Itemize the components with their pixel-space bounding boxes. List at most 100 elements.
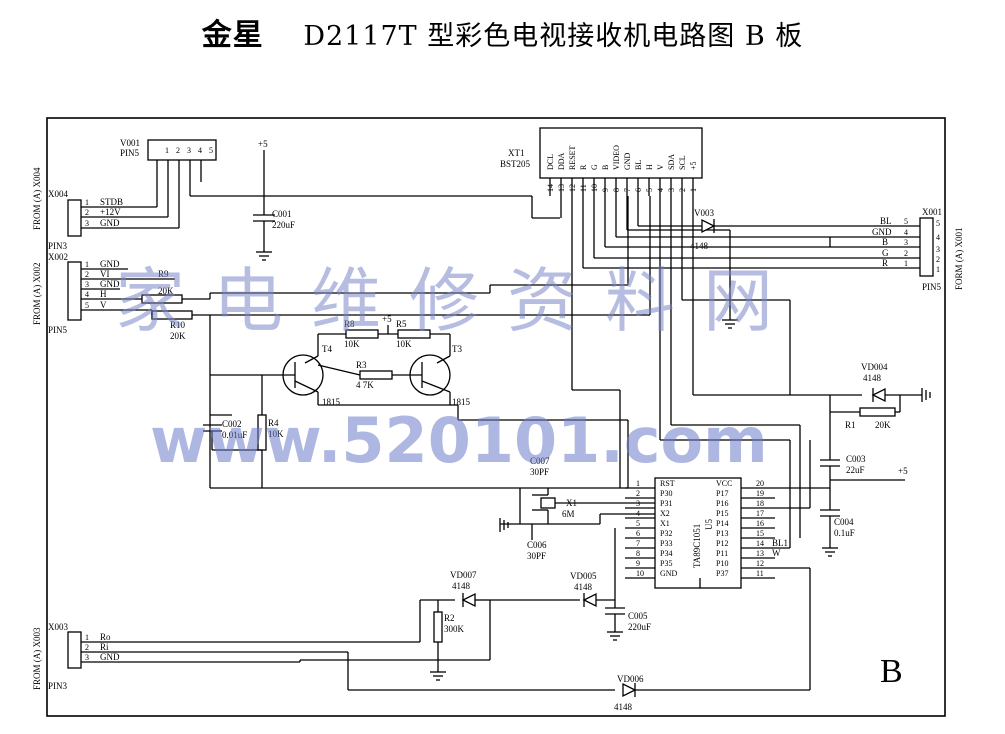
x004-pin-3: 3	[85, 219, 89, 228]
xt1-pin-label: 8	[612, 188, 621, 192]
xt1-signal-label: V	[656, 164, 665, 170]
r1-resistor	[859, 407, 896, 417]
r10-resistor	[151, 310, 193, 320]
x004-sig-3: GND	[100, 218, 120, 228]
x003-pin-2: 2	[85, 643, 89, 652]
x001-side-2: 2	[936, 255, 940, 264]
x003-pins-label: PIN3	[48, 681, 68, 691]
brand-logo-text: 金星	[201, 18, 264, 53]
u5-pin-number: 4	[636, 509, 640, 518]
xt1-pin-label: 6	[634, 188, 643, 192]
x004-sig-2: +12V	[100, 207, 121, 217]
watermark-chinese: 家电维修资料网	[115, 260, 801, 342]
r10-val: 20K	[170, 331, 186, 341]
x001-pins-label: PIN5	[922, 282, 942, 292]
v003-diode	[701, 218, 716, 234]
u5-pin-label: P34	[660, 549, 672, 558]
vd006-val: 4148	[614, 702, 633, 712]
x001-sig-4: GND	[872, 227, 892, 237]
r9-ref: R9	[158, 269, 169, 279]
x002-pin-1: 1	[85, 260, 89, 269]
t4-ref: T4	[322, 344, 332, 354]
xt1-signal-label: SCL	[678, 155, 687, 170]
r10-ref: R10	[170, 320, 186, 330]
u5-pin-label: P10	[716, 559, 728, 568]
xt1-signal-label: GND	[623, 152, 632, 170]
x002-pin-3: 3	[85, 280, 89, 289]
u5-pin-number: 6	[636, 529, 640, 538]
u5-pin-label: P32	[660, 529, 672, 538]
xt1-pin-label: 3	[667, 188, 676, 192]
x001-side-3: 3	[936, 245, 940, 254]
net-bl1: BL1	[772, 538, 788, 548]
x001-connector	[919, 217, 934, 277]
x1-crystal	[540, 497, 556, 509]
x1-ref: X1	[566, 498, 577, 508]
c005-val: 220uF	[628, 622, 651, 632]
r3-val: 4 7K	[356, 380, 374, 390]
u5-pin-number: 12	[756, 559, 764, 568]
x002-label: X002	[48, 252, 68, 262]
vd007-ref: VD007	[450, 570, 477, 580]
r5-ref: R5	[396, 319, 407, 329]
r1-val: 20K	[875, 420, 891, 430]
u5-pin-number: 18	[756, 499, 764, 508]
plus5-label-right: +5	[898, 466, 908, 476]
x002-connector	[67, 261, 82, 321]
v001-label: V001	[120, 138, 140, 148]
watermark-url: www.520101.com	[150, 404, 768, 477]
x003-pin-1: 1	[85, 633, 89, 642]
vd006-diode	[622, 682, 637, 698]
c007-val: 30PF	[530, 467, 549, 477]
x004-connector	[67, 199, 82, 237]
board-letter: B	[880, 653, 903, 690]
u5-ref: U5	[704, 519, 714, 530]
vd007-diode	[461, 592, 476, 608]
u5-pin-number: 8	[636, 549, 640, 558]
c006-ref: C006	[527, 540, 547, 550]
x001-pin-2: 2	[904, 249, 908, 258]
x001-side-5: 5	[936, 219, 940, 228]
t3-ref: T3	[452, 344, 462, 354]
x002-pin-4: 4	[85, 290, 89, 299]
xt1-signal-label: SDA	[667, 154, 676, 170]
u5-pin-number: 7	[636, 539, 640, 548]
r4-ref: R4	[268, 418, 279, 428]
xt1-signal-label: BL	[634, 160, 643, 170]
xt1-signal-label: R	[579, 164, 588, 170]
x004-label: X004	[48, 189, 68, 199]
u5-pin-number: 11	[756, 569, 764, 578]
title-text: D2117T 型彩色电视接收机电路图 B 板	[303, 21, 804, 52]
x001-from-label: FORM (A) X001	[954, 227, 964, 290]
r4-val: 10K	[268, 429, 284, 439]
x002-sig-3: GND	[100, 279, 120, 289]
xt1-signal-label: +5	[689, 161, 698, 170]
xt1-signal-label: DCL	[546, 154, 555, 170]
u5-pin-label: RST	[660, 479, 675, 488]
plus5-label-mid: +5	[382, 314, 392, 324]
x004-pins-label: PIN3	[48, 241, 68, 251]
xt1-signal-label: H	[645, 164, 654, 170]
x001-sig-2: G	[882, 248, 889, 258]
xt1-pin-label: 1	[689, 188, 698, 192]
x003-connector	[67, 631, 82, 669]
xt1-pin-label: 13	[557, 184, 566, 192]
v001-pin-2: 2	[176, 146, 180, 155]
x001-sig-1: R	[882, 258, 888, 268]
u5-pin-number: 14	[756, 539, 764, 548]
xt1-pin-label: 10	[590, 184, 599, 192]
x002-pin-5: 5	[85, 301, 89, 310]
u5-pin-number: 20	[756, 479, 764, 488]
u5-pin-number: 3	[636, 499, 640, 508]
u5-pin-number: 15	[756, 529, 764, 538]
u5-pin-number: 16	[756, 519, 764, 528]
x002-sig-4: H	[100, 289, 107, 299]
u5-pin-number: 19	[756, 489, 764, 498]
u5-pin-number: 1	[636, 479, 640, 488]
u5-pin-number: 13	[756, 549, 764, 558]
u5-pin-label: P31	[660, 499, 672, 508]
x001-side-4: 4	[936, 233, 940, 242]
xt1-pin-label: 9	[601, 188, 610, 192]
x003-sig-2: Ri	[100, 642, 109, 652]
